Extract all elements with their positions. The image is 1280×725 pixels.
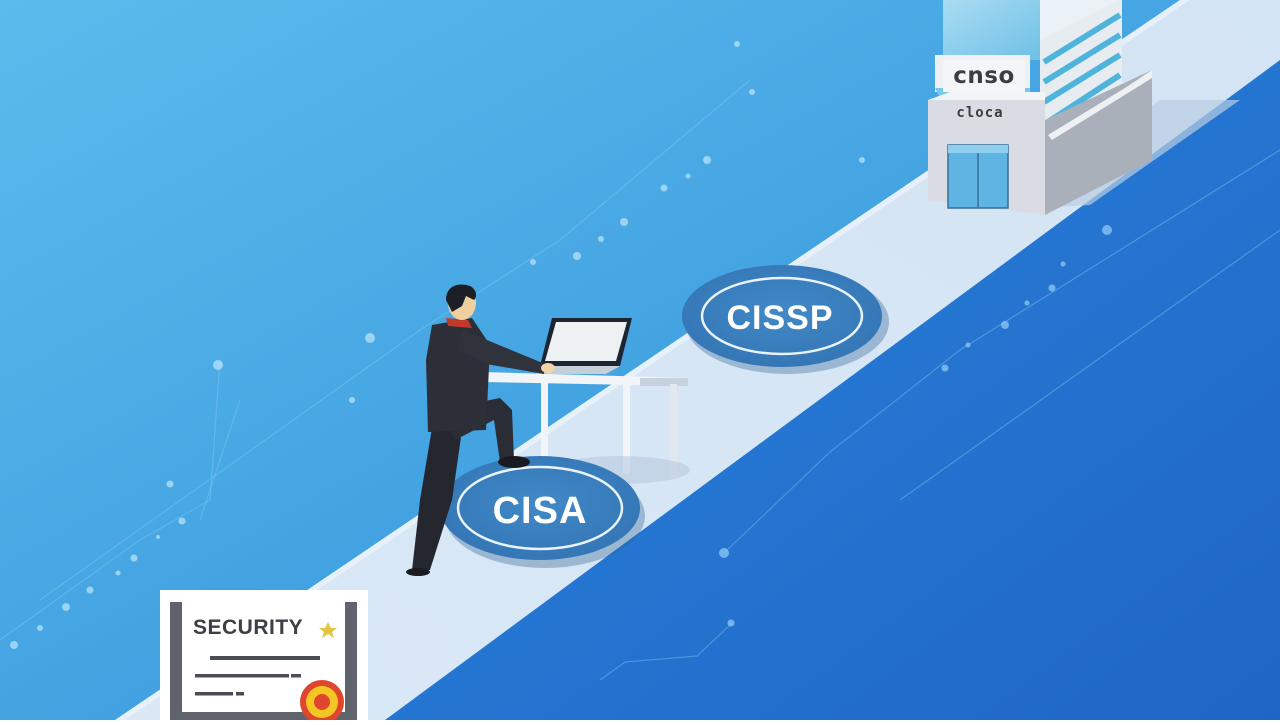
laptop bbox=[536, 318, 632, 374]
cisa-badge-shape bbox=[440, 456, 645, 568]
building-sign-bottom: cloca bbox=[956, 105, 1004, 121]
cissp-badge-shape bbox=[682, 265, 889, 374]
cisa-badge-label: CISA bbox=[492, 490, 588, 532]
building-sign-top: cnso bbox=[943, 60, 1025, 92]
businessman bbox=[406, 284, 555, 576]
certificate bbox=[160, 590, 368, 724]
cissp-badge-label: CISSP bbox=[726, 299, 834, 337]
certificate-title: SECURITY bbox=[193, 616, 304, 639]
